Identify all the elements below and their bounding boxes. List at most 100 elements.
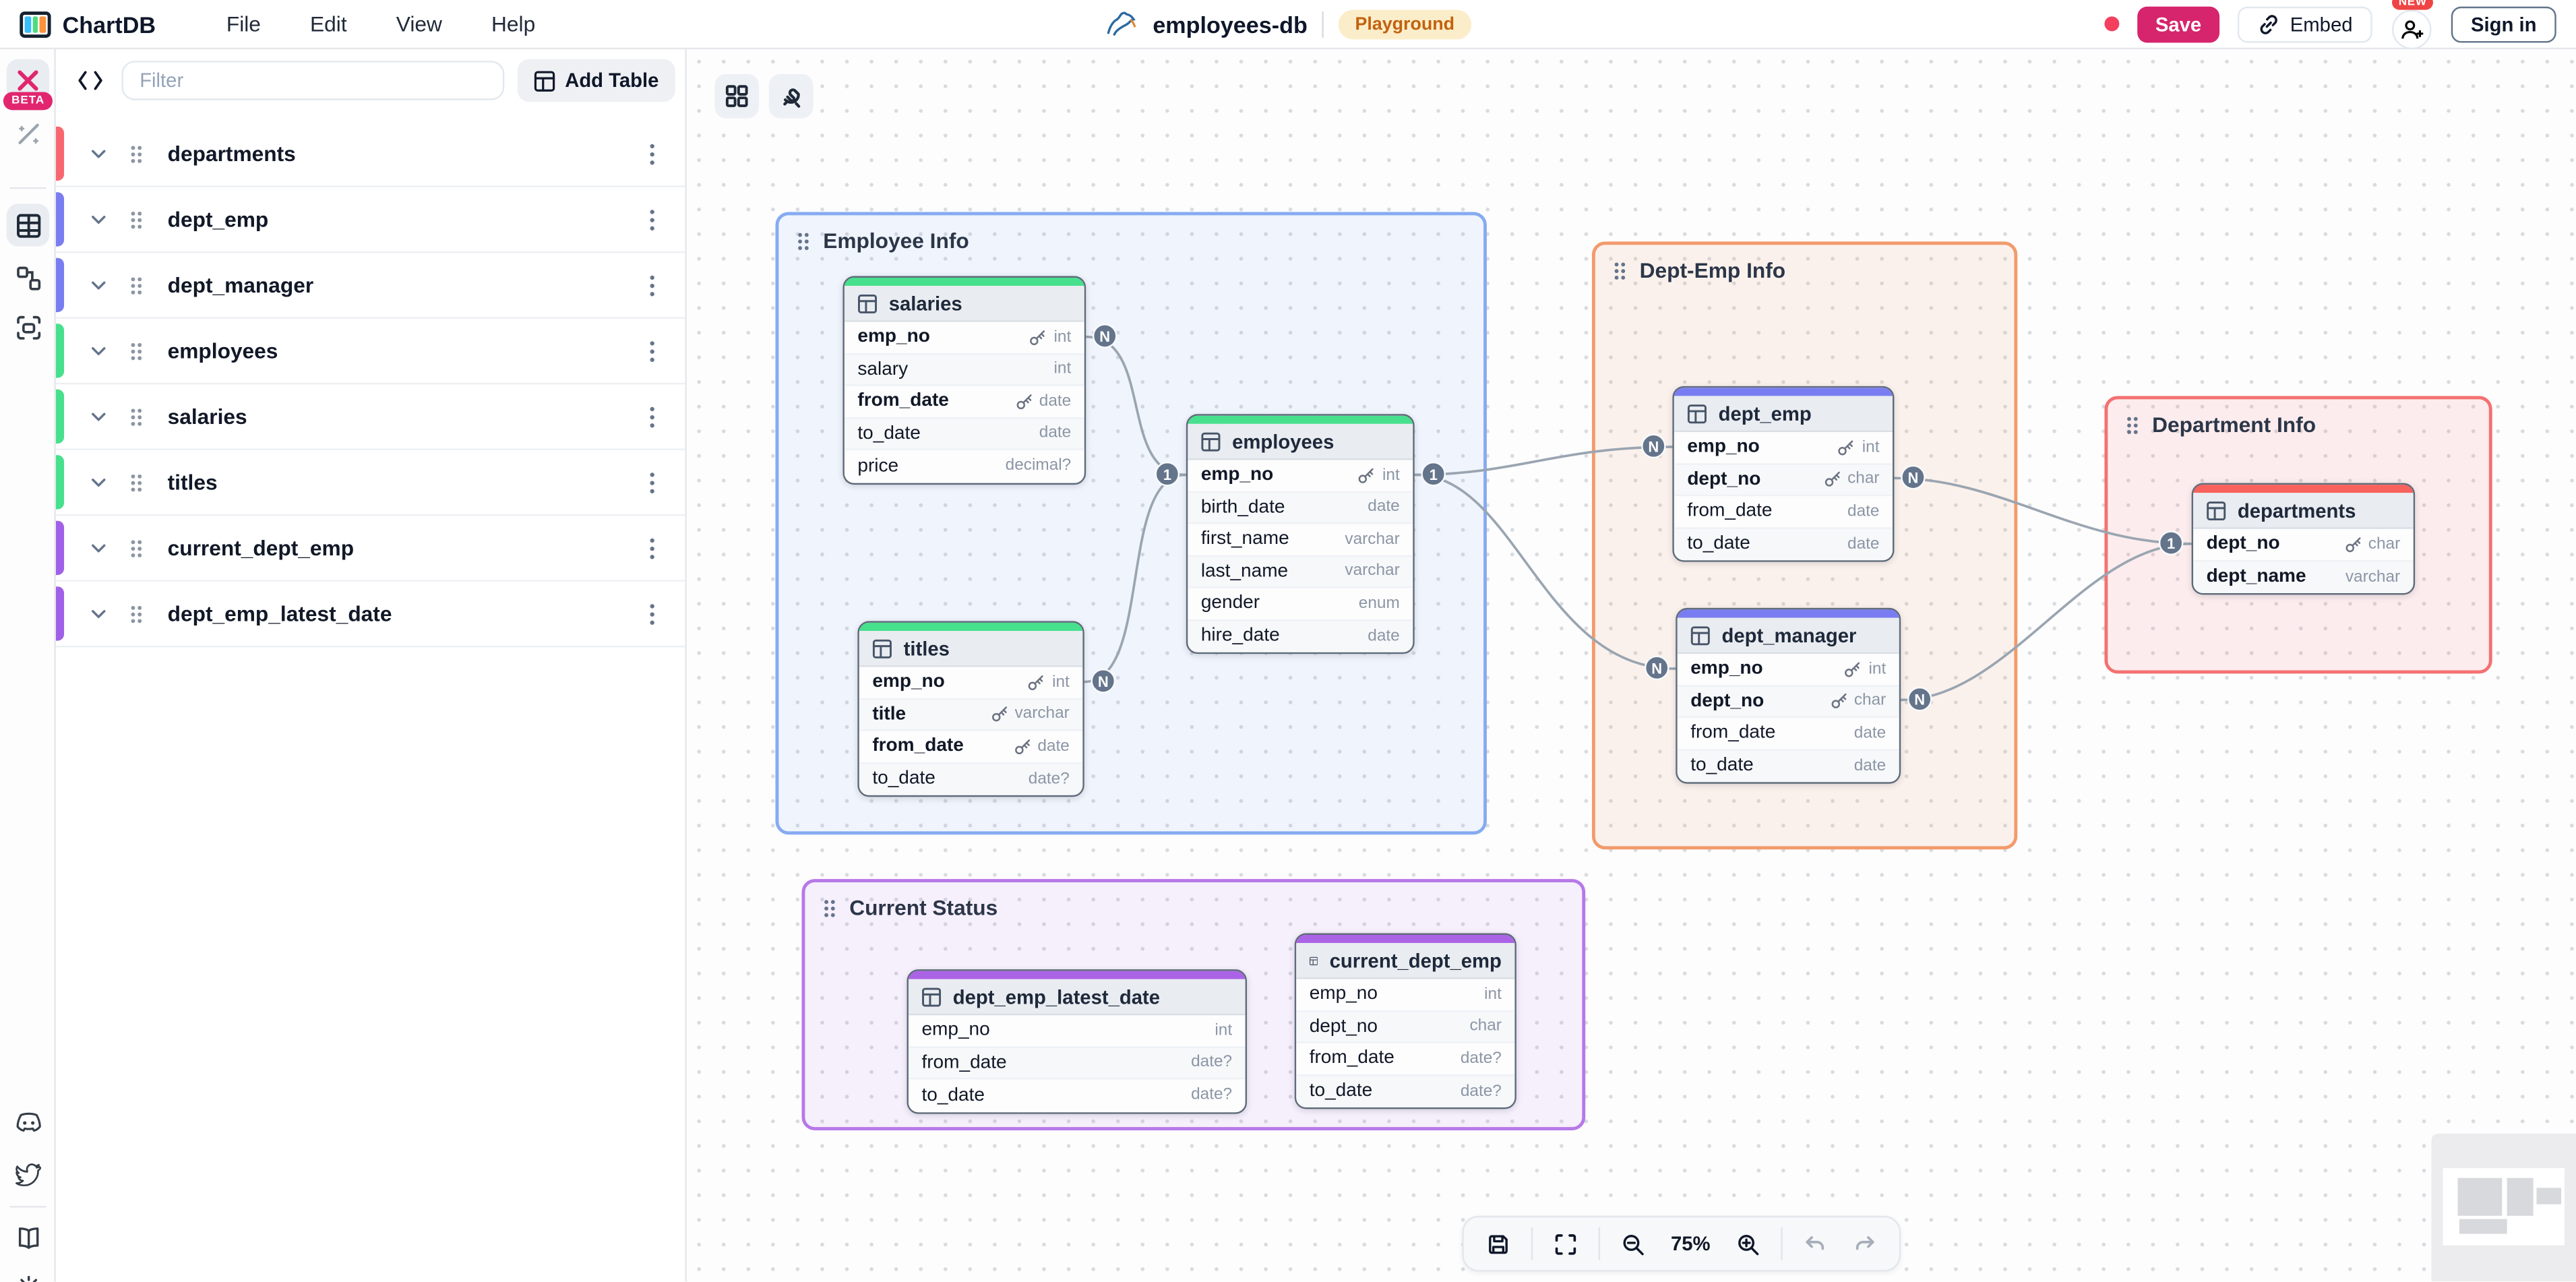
table-list-item-employees[interactable]: employees bbox=[55, 318, 685, 385]
chevron-down-icon[interactable] bbox=[89, 472, 109, 492]
chevron-down-icon[interactable] bbox=[89, 604, 109, 623]
chevron-down-icon[interactable] bbox=[89, 538, 109, 557]
table-list-item-titles[interactable]: titles bbox=[55, 450, 685, 516]
table-header[interactable]: titles bbox=[859, 631, 1083, 667]
zoom-level[interactable]: 75% bbox=[1670, 1232, 1711, 1256]
kebab-menu-icon[interactable] bbox=[649, 339, 656, 362]
add-table-button[interactable]: Add Table bbox=[517, 59, 675, 102]
table-header[interactable]: employees bbox=[1188, 423, 1413, 460]
kebab-menu-icon[interactable] bbox=[649, 537, 656, 559]
ai-assistant-button[interactable] bbox=[7, 112, 49, 154]
table-header[interactable]: departments bbox=[2193, 493, 2414, 529]
kebab-menu-icon[interactable] bbox=[649, 142, 656, 165]
embed-button[interactable]: Embed bbox=[2237, 5, 2372, 42]
view-code-button[interactable] bbox=[72, 63, 109, 99]
table-header[interactable]: dept_manager bbox=[1677, 617, 1899, 654]
settings-button[interactable] bbox=[7, 1265, 49, 1282]
twitter-link-button[interactable] bbox=[7, 1153, 49, 1196]
tables-panel-button[interactable] bbox=[6, 204, 50, 247]
kebab-menu-icon[interactable] bbox=[649, 208, 656, 231]
sign-in-button[interactable]: Sign in bbox=[2451, 5, 2556, 42]
chevron-down-icon[interactable] bbox=[89, 406, 109, 426]
diagram-title[interactable]: employees-db bbox=[1153, 10, 1308, 37]
drag-handle-icon[interactable] bbox=[128, 142, 144, 165]
drag-handle-icon[interactable] bbox=[128, 537, 144, 559]
save-diagram-button[interactable] bbox=[1477, 1223, 1519, 1265]
drag-handle-icon[interactable] bbox=[128, 470, 144, 493]
menu-file[interactable]: File bbox=[226, 11, 261, 36]
chevron-down-icon[interactable] bbox=[89, 144, 109, 163]
table-header[interactable]: current_dept_emp bbox=[1296, 943, 1515, 979]
undo-button[interactable] bbox=[1794, 1223, 1837, 1265]
zoom-out-button[interactable] bbox=[1612, 1223, 1654, 1265]
zoom-in-button[interactable] bbox=[1727, 1223, 1769, 1265]
relationships-panel-button[interactable] bbox=[7, 256, 49, 299]
table-list-item-dept-manager[interactable]: dept_manager bbox=[55, 253, 685, 319]
chevron-down-icon[interactable] bbox=[89, 341, 109, 361]
filter-input[interactable] bbox=[121, 61, 505, 100]
drag-handle-icon[interactable] bbox=[128, 405, 144, 428]
drag-handle-icon[interactable] bbox=[128, 208, 144, 231]
docs-button[interactable] bbox=[7, 1216, 49, 1258]
redo-button[interactable] bbox=[1843, 1223, 1886, 1265]
snap-magnet-button[interactable] bbox=[768, 73, 814, 119]
table-list-item-dept-emp-latest-date[interactable]: dept_emp_latest_date bbox=[55, 581, 685, 648]
chevron-down-icon[interactable] bbox=[89, 275, 109, 295]
table-header[interactable]: dept_emp_latest_date bbox=[908, 979, 1246, 1016]
kebab-menu-icon[interactable] bbox=[649, 470, 656, 493]
layout-grid-button[interactable] bbox=[714, 73, 760, 119]
save-button[interactable]: Save bbox=[2137, 5, 2219, 42]
fit-view-button[interactable] bbox=[1544, 1223, 1587, 1265]
invite-user-button[interactable]: NEW bbox=[2391, 0, 2434, 49]
diagram-canvas[interactable]: Employee Info Dept-Emp Info Department I… bbox=[686, 49, 2576, 1282]
table-list-item-salaries[interactable]: salaries bbox=[55, 384, 685, 450]
minimap[interactable] bbox=[2431, 1133, 2576, 1282]
menu-help[interactable]: Help bbox=[491, 11, 536, 36]
drag-handle-icon[interactable] bbox=[128, 602, 144, 625]
kebab-menu-icon[interactable] bbox=[649, 602, 656, 625]
menu-edit[interactable]: Edit bbox=[310, 11, 347, 36]
kebab-menu-icon[interactable] bbox=[649, 405, 656, 428]
app-logo[interactable]: ChartDB bbox=[20, 10, 156, 37]
table-header[interactable]: dept_emp bbox=[1674, 396, 1893, 433]
table-list-item-dept-emp[interactable]: dept_emp bbox=[55, 187, 685, 253]
drag-handle-icon[interactable] bbox=[128, 274, 144, 297]
areas-panel-button[interactable] bbox=[7, 305, 49, 348]
discord-link-button[interactable] bbox=[7, 1101, 49, 1143]
